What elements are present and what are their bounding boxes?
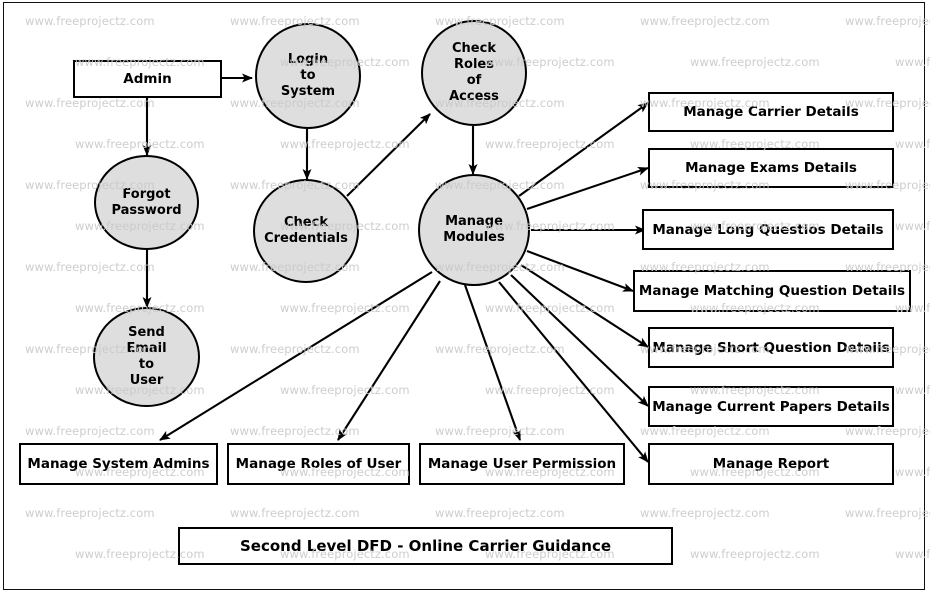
process-login-to-system-label: Login to System — [280, 52, 336, 99]
module-manage-roles-of-user[interactable]: Manage Roles of User — [227, 443, 410, 485]
flow-modules-to-user-permission — [464, 284, 521, 441]
process-send-email-to-user[interactable]: Send Email to User — [93, 307, 200, 407]
process-forgot-password[interactable]: Forgot Password — [94, 155, 199, 250]
diagram-title-label: Second Level DFD - Online Carrier Guidan… — [239, 537, 612, 555]
entity-admin[interactable]: Admin — [73, 60, 222, 98]
flow-modules-to-report — [498, 281, 649, 463]
flow-modules-to-carrier-details — [518, 102, 649, 197]
process-manage-modules-label: Manage Modules — [443, 214, 505, 245]
process-manage-modules[interactable]: Manage Modules — [418, 174, 530, 286]
flow-modules-to-roles-of-user — [337, 280, 441, 441]
process-forgot-password-label: Forgot Password — [111, 186, 182, 218]
process-login-to-system[interactable]: Login to System — [255, 23, 361, 129]
module-manage-report-label: Manage Report — [712, 456, 830, 472]
module-manage-report[interactable]: Manage Report — [648, 443, 894, 485]
module-manage-long-questios-details[interactable]: Manage Long Questios Details — [642, 209, 894, 250]
flow-modules-to-system-admins — [159, 271, 433, 441]
module-manage-carrier-details-label: Manage Carrier Details — [683, 104, 859, 120]
module-manage-current-papers-details-label: Manage Current Papers Details — [652, 398, 890, 415]
module-manage-roles-of-user-label: Manage Roles of User — [235, 456, 402, 472]
module-manage-matching-question-details[interactable]: Manage Matching Question Details — [633, 270, 911, 312]
module-manage-system-admins-label: Manage System Admins — [27, 456, 210, 472]
flow-modules-to-matching-question-details — [526, 250, 634, 292]
process-check-credentials[interactable]: Check Credentials — [253, 179, 359, 283]
process-check-roles-of-access-label: Check Roles of Access — [449, 41, 499, 104]
module-manage-current-papers-details[interactable]: Manage Current Papers Details — [648, 386, 894, 427]
module-manage-exams-details-label: Manage Exams Details — [685, 160, 857, 176]
process-check-roles-of-access[interactable]: Check Roles of Access — [421, 20, 527, 126]
module-manage-user-permission-label: Manage User Permission — [427, 456, 617, 472]
module-manage-exams-details[interactable]: Manage Exams Details — [648, 148, 894, 188]
module-manage-long-questios-details-label: Manage Long Questios Details — [652, 221, 884, 238]
process-send-email-to-user-label: Send Email to User — [126, 325, 167, 388]
module-manage-short-question-details-label: Manage Short Question Details — [652, 339, 890, 356]
module-manage-short-question-details[interactable]: Manage Short Question Details — [648, 327, 894, 368]
flow-check-credentials-to-check-roles — [346, 113, 431, 197]
flow-modules-to-current-papers-details — [510, 274, 649, 407]
module-manage-user-permission[interactable]: Manage User Permission — [419, 443, 625, 485]
module-manage-carrier-details[interactable]: Manage Carrier Details — [648, 92, 894, 132]
entity-admin-label: Admin — [123, 71, 172, 87]
flow-modules-to-short-question-details — [520, 264, 649, 348]
diagram-title-box: Second Level DFD - Online Carrier Guidan… — [178, 527, 673, 565]
module-manage-system-admins[interactable]: Manage System Admins — [19, 443, 218, 485]
flow-modules-to-exams-details — [526, 166, 649, 210]
process-check-credentials-label: Check Credentials — [264, 215, 348, 246]
module-manage-matching-question-details-label: Manage Matching Question Details — [638, 283, 906, 299]
